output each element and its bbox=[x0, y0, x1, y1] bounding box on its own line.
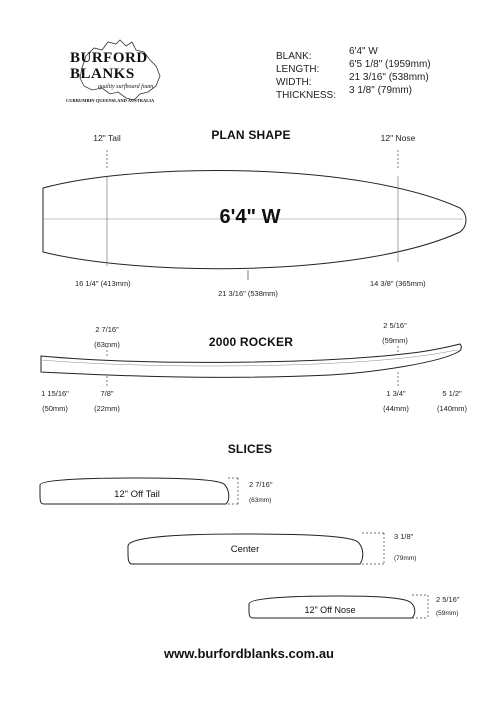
rocker-nose-top-inch: 2 5/16" bbox=[383, 321, 407, 330]
plan-board-name: 6'4" W bbox=[219, 206, 281, 228]
rocker-nose-top-mm: (59mm) bbox=[382, 336, 408, 345]
rocker-m4-inch: 5 1/2" bbox=[442, 389, 462, 398]
rocker-m2-mm: (22mm) bbox=[94, 404, 120, 413]
slice-center-mm: (79mm) bbox=[394, 555, 417, 562]
rocker-tail-top-mm: (63mm) bbox=[94, 340, 120, 349]
website-link[interactable]: www.burfordblanks.com.au bbox=[164, 646, 334, 661]
spec-label: LENGTH: bbox=[276, 64, 320, 75]
plan-tail-label: 12" Tail bbox=[93, 133, 121, 143]
rocker-m4-mm: (140mm) bbox=[436, 404, 467, 413]
logo-line-2: BLANKS bbox=[70, 66, 135, 82]
plan-tail-width: 16 1/4" (413mm) bbox=[75, 279, 131, 288]
slice-nose-mm: (59mm) bbox=[436, 610, 459, 617]
spec-label: BLANK: bbox=[276, 51, 312, 62]
logo-line-1: BURFORD bbox=[70, 50, 148, 66]
slice-tail-outline bbox=[39, 477, 230, 505]
plan-shape-title: PLAN SHAPE bbox=[211, 128, 291, 142]
rocker-m1-mm: (50mm) bbox=[42, 404, 68, 413]
australia-map-icon bbox=[79, 39, 161, 101]
spec-value: 3 1/8" (79mm) bbox=[349, 85, 413, 96]
spec-label: WIDTH: bbox=[276, 77, 312, 88]
spec-row-width: WIDTH: 21 3/16" (538mm) bbox=[276, 72, 476, 88]
spec-label: THICKNESS: bbox=[276, 90, 337, 101]
spec-row-thickness: THICKNESS: 3 1/8" (79mm) bbox=[276, 85, 476, 101]
spec-value: 6'4" W bbox=[349, 46, 378, 57]
plan-nose-width: 14 3/8" (365mm) bbox=[370, 279, 426, 288]
slice-tail-inch: 2 7/16" bbox=[249, 480, 273, 489]
slice-center-name: Center bbox=[230, 544, 260, 555]
slice-tail-name: 12" Off Tail bbox=[114, 489, 160, 500]
plan-nose-label: 12" Nose bbox=[380, 133, 416, 143]
rocker-outline bbox=[40, 343, 462, 378]
spec-value: 21 3/16" (538mm) bbox=[349, 72, 429, 83]
spec-row-blank: BLANK: 6'4" W bbox=[276, 46, 476, 62]
rocker-title: 2000 ROCKER bbox=[208, 335, 294, 349]
rocker-m3-mm: (44mm) bbox=[383, 404, 409, 413]
logo-tagline: quality surfboard foam bbox=[98, 84, 154, 90]
slice-nose-inch: 2 5/16" bbox=[436, 595, 460, 604]
slice-nose-name: 12" Off Nose bbox=[304, 605, 356, 615]
spec-list: BLANK: 6'4" W LENGTH: 6'5 1/8" (1959mm) … bbox=[276, 46, 476, 101]
plan-outline bbox=[42, 169, 467, 270]
rocker-m2-inch: 7/8" bbox=[100, 389, 114, 398]
slice-center-inch: 3 1/8" bbox=[394, 532, 414, 541]
rocker-tail-top-inch: 2 7/16" bbox=[95, 325, 119, 334]
plan-center-width: 21 3/16" (538mm) bbox=[218, 289, 278, 298]
rocker-m1-inch: 1 15/16" bbox=[41, 389, 69, 398]
spec-row-length: LENGTH: 6'5 1/8" (1959mm) bbox=[276, 59, 476, 75]
rocker-m3-inch: 1 3/4" bbox=[386, 389, 406, 398]
slice-center-outline bbox=[127, 533, 364, 565]
logo-footer: CURRUMBIN QUEENSLAND AUSTRALIA bbox=[66, 98, 155, 103]
logo: BURFORD BLANKS quality surfboard foam CU… bbox=[56, 36, 186, 111]
rocker-deck-line bbox=[40, 349, 459, 367]
slice-tail-mm: (63mm) bbox=[249, 497, 272, 504]
slices-title: SLICES bbox=[227, 442, 273, 456]
slice-nose-outline bbox=[248, 595, 416, 619]
spec-value: 6'5 1/8" (1959mm) bbox=[349, 59, 431, 70]
